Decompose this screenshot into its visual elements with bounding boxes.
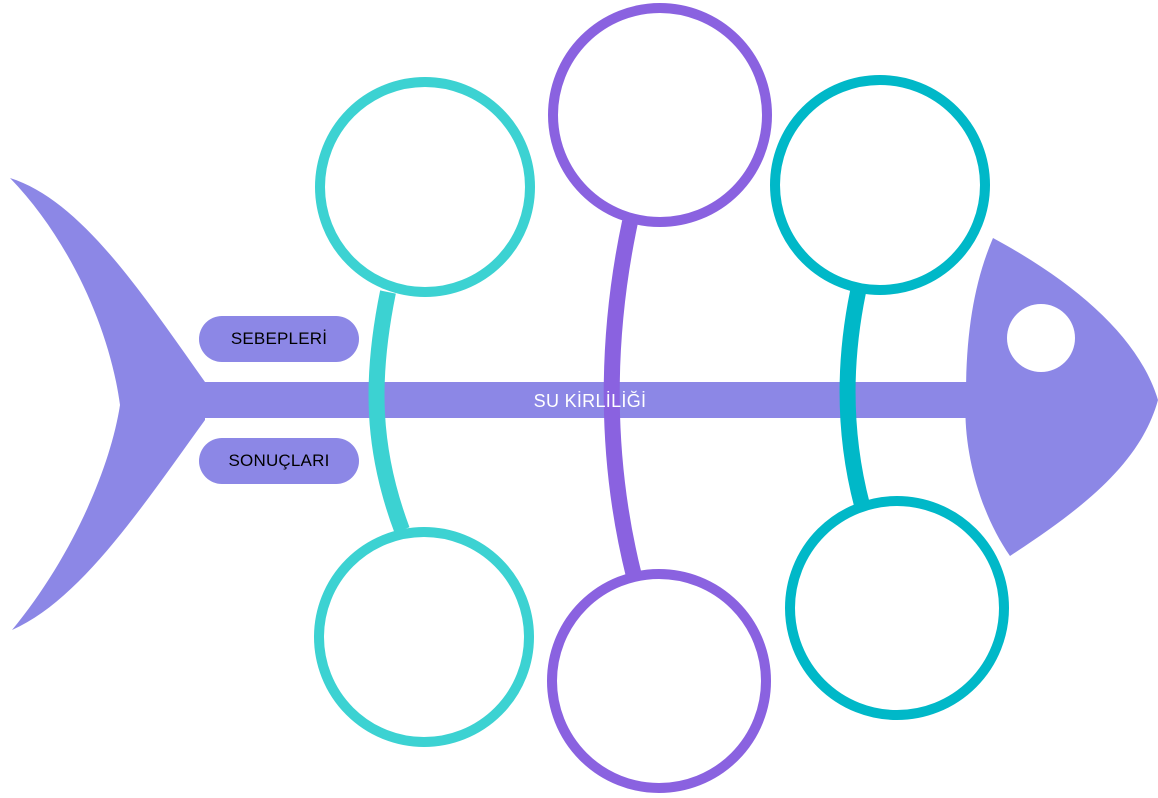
- spine-label: SU KİRLİLİĞİ: [533, 391, 647, 411]
- bone-left-bottom-circle[interactable]: [314, 527, 534, 747]
- fish-tail: [10, 178, 205, 630]
- bone-middle-bottom-circle[interactable]: [547, 569, 771, 793]
- causes-pill[interactable]: SEBEPLERİ: [199, 316, 359, 362]
- bone-right: [839, 290, 870, 508]
- bone-left-top-circle[interactable]: [315, 77, 535, 297]
- causes-label: SEBEPLERİ: [230, 329, 328, 348]
- bone-middle: [603, 220, 642, 578]
- fish-eye: [1007, 304, 1075, 372]
- fish-head: [965, 238, 1158, 556]
- bone-middle-top-circle[interactable]: [548, 3, 772, 227]
- effects-label: SONUÇLARI: [228, 451, 330, 470]
- bone-left: [368, 290, 410, 533]
- bone-right-top-circle[interactable]: [770, 75, 990, 295]
- effects-pill[interactable]: SONUÇLARI: [199, 438, 359, 484]
- bone-right-bottom-circle[interactable]: [785, 496, 1009, 720]
